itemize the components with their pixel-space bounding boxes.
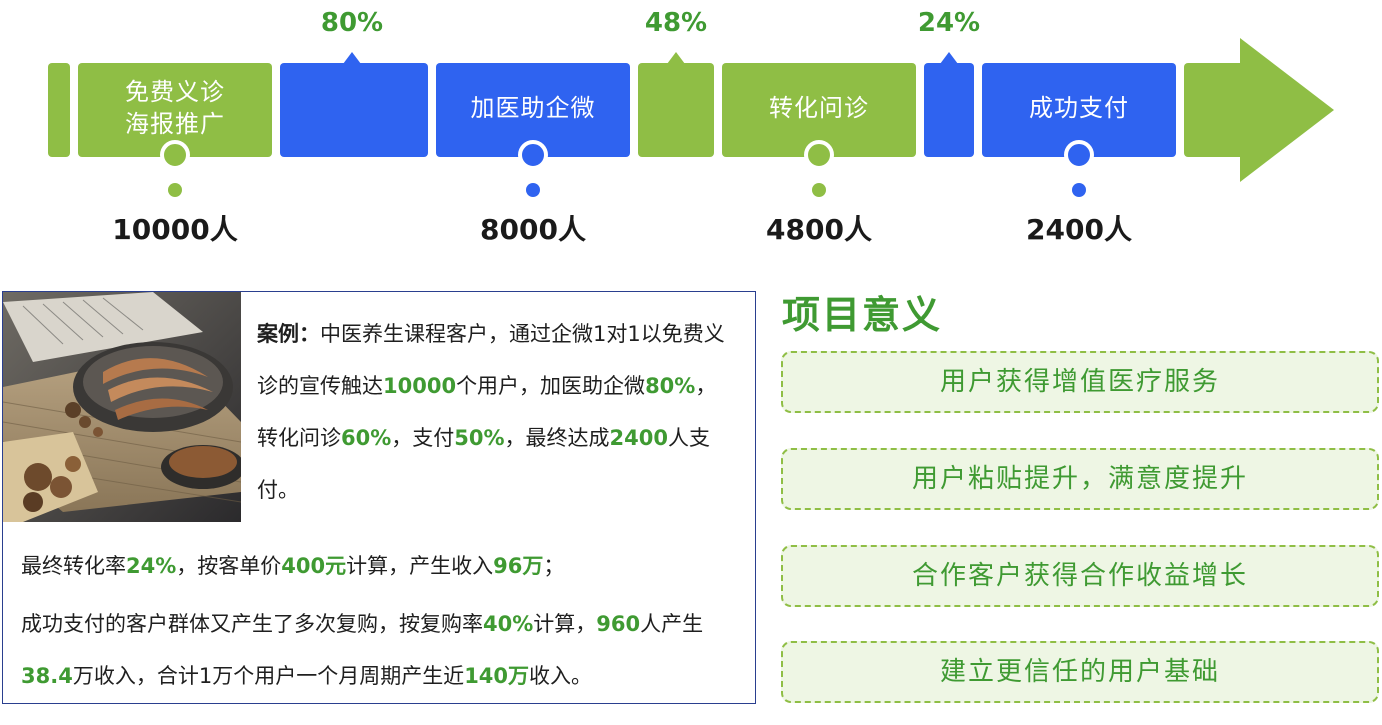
case-number-unit-price: 400元 (281, 554, 347, 578)
stage-3-ring-marker (804, 140, 834, 170)
case-text-fragment: 中医养生课程客户，通过企微1对1以免费义诊的宣传触达 (257, 322, 725, 398)
case-text-fragment: ，转化问诊 (257, 374, 717, 450)
stage-1-label-line1: 免费义诊 (125, 78, 225, 106)
rate-label-1: 80% (320, 8, 384, 38)
case-text-fragment: ，最终达成 (504, 426, 610, 450)
case-number-pay-rate: 50% (454, 426, 505, 450)
notch-3 (940, 52, 958, 64)
case-text-fragment: 计算，产生收入 (346, 554, 494, 578)
case-text-fragment: 人产生 (640, 612, 704, 636)
stage-4-ring-marker (1064, 140, 1094, 170)
case-number-payers: 2400 (609, 426, 668, 450)
case-prefix: 案例： (257, 322, 320, 346)
case-text-fragment: 最终转化率 (21, 554, 126, 578)
case-text-fragment: ，支付 (391, 426, 455, 450)
case-number-repurchase-revenue: 38.4 (21, 664, 73, 688)
case-paragraph-3: 成功支付的客户群体又产生了多次复购，按复购率40%计算，960人产生 38.4万收… (21, 598, 751, 702)
connector-1-segment (280, 63, 428, 157)
case-text-fragment: 人支付。 (257, 426, 710, 502)
case-number-add-rate: 80% (645, 374, 696, 398)
case-number-revenue: 96万 (493, 554, 544, 578)
stage-1-dot (168, 183, 182, 197)
stage-1-label-line2: 海报推广 (125, 110, 225, 138)
connector-2-segment (638, 63, 714, 157)
case-text-fragment: ，按客单价 (176, 554, 282, 578)
arrow-head-icon (1240, 38, 1334, 182)
case-paragraph-1: 案例：中医养生课程客户，通过企微1对1以免费义诊的宣传触达10000个用户，加医… (257, 308, 737, 516)
case-text-fragment: ； (543, 554, 565, 578)
arrow-tail (48, 63, 70, 157)
stage-4-label: 成功支付 (1029, 94, 1129, 122)
herbal-medicine-illustration (3, 292, 241, 522)
stage-4-count: 2400人 (1026, 213, 1132, 246)
meaning-title: 项目意义 (782, 293, 943, 337)
notch-2 (667, 52, 685, 64)
stage-1-count: 10000人 (112, 213, 238, 246)
stage-2-label: 加医助企微 (470, 94, 596, 122)
arrow-shaft (1184, 63, 1244, 157)
stage-3-label: 转化问诊 (769, 94, 869, 122)
case-text-fragment: 个用户，加医助企微 (456, 374, 646, 398)
meaning-item-2: 用户粘贴提升，满意度提升 (781, 448, 1379, 510)
case-number-total-revenue: 140万 (464, 664, 530, 688)
stage-3-count: 4800人 (766, 213, 872, 246)
stage-1-label: 免费义诊 海报推广 (78, 76, 272, 140)
case-text-fragment: 万收入，合计1万个用户一个月周期产生近 (72, 664, 465, 688)
case-number-repurchasers: 960 (596, 612, 641, 636)
rate-label-3: 24% (917, 8, 981, 38)
case-paragraph-2: 最终转化率24%，按客单价400元计算，产生收入96万； (21, 540, 751, 592)
case-study-box: 案例：中医养生课程客户，通过企微1对1以免费义诊的宣传触达10000个用户，加医… (2, 291, 756, 704)
connector-3-segment (924, 63, 974, 157)
stage-2-ring-marker (518, 140, 548, 170)
meaning-item-1: 用户获得增值医疗服务 (781, 351, 1379, 413)
case-text-fragment: 收入。 (529, 664, 593, 688)
stage-3-dot (812, 183, 826, 197)
stage-2-dot (526, 183, 540, 197)
case-text-fragment: 成功支付的客户群体又产生了多次复购，按复购率 (21, 612, 483, 636)
case-number-reach: 10000 (383, 374, 457, 398)
stage-2-count: 8000人 (480, 213, 586, 246)
herbal-medicine-photo (3, 292, 241, 522)
meaning-item-3: 合作客户获得合作收益增长 (781, 545, 1379, 607)
case-text-fragment: 计算， (533, 612, 597, 636)
stage-4-dot (1072, 183, 1086, 197)
case-number-final-rate: 24% (126, 554, 177, 578)
meaning-item-4: 建立更信任的用户基础 (781, 641, 1379, 703)
case-number-consult-rate: 60% (341, 426, 392, 450)
rate-label-2: 48% (644, 8, 708, 38)
case-number-repurchase-rate: 40% (483, 612, 534, 636)
notch-1 (343, 52, 361, 64)
stage-1-ring-marker (160, 140, 190, 170)
